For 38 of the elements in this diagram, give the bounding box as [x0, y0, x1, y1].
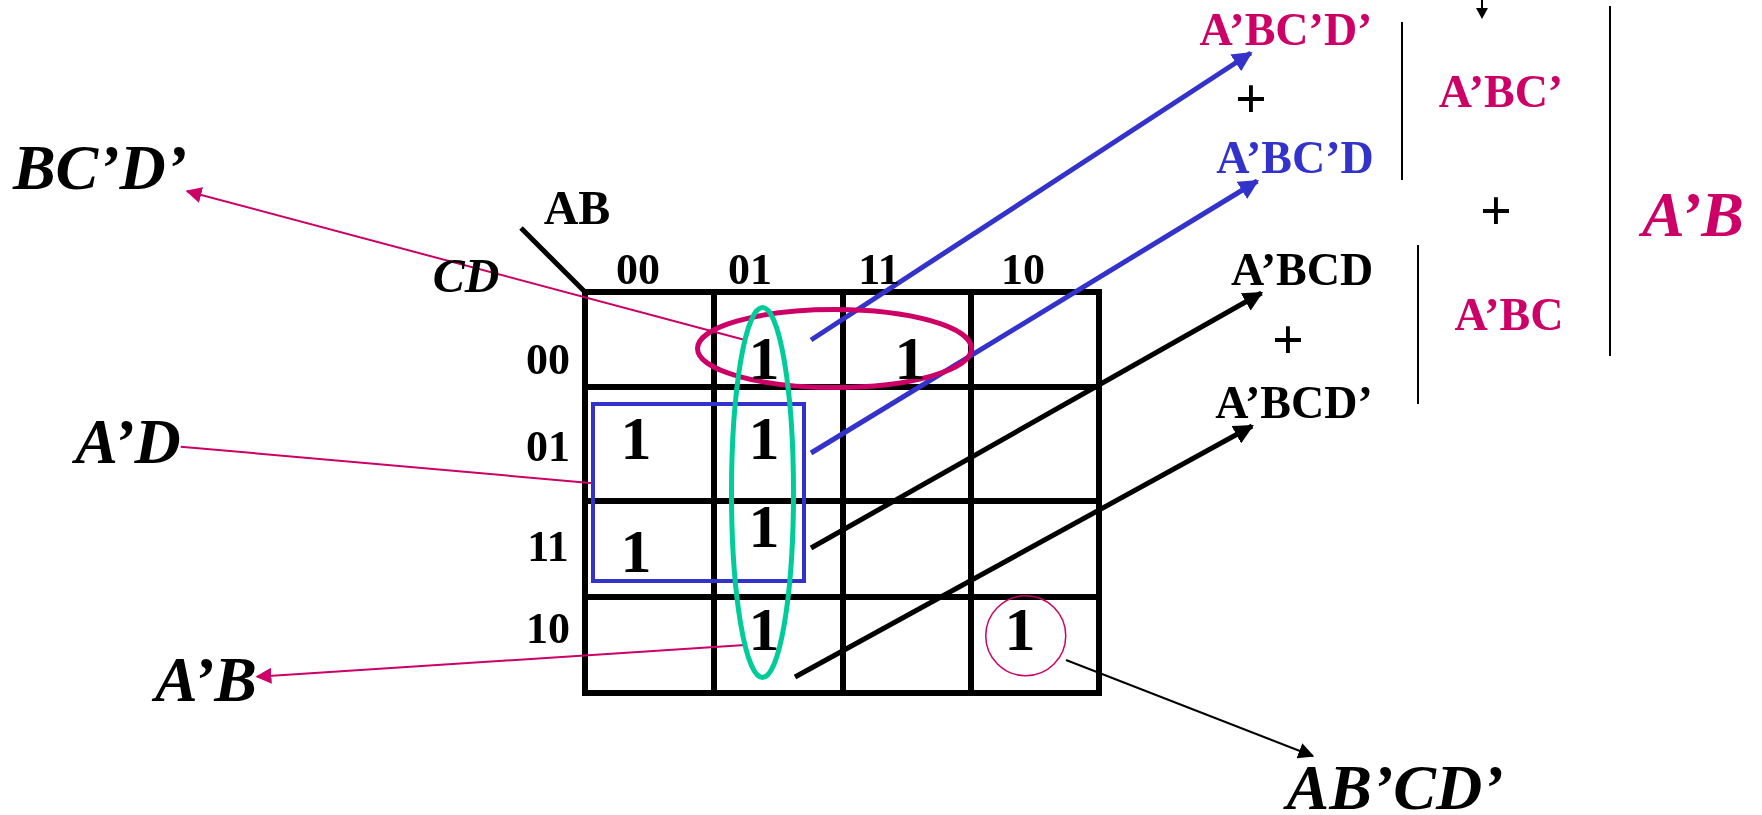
column-header: 11: [858, 248, 900, 292]
row-header: 11: [527, 525, 569, 569]
column-header: 00: [616, 248, 660, 292]
cell-value: 1: [620, 520, 652, 582]
cell-value: 1: [748, 407, 780, 469]
term-label: A’BC’: [1438, 69, 1564, 115]
axis-label: CD: [432, 252, 500, 300]
cell-value: 1: [748, 327, 780, 389]
term-label: A’BC’D’: [1199, 7, 1373, 53]
cell-value: 1: [748, 495, 780, 557]
grouping-rectangle: [591, 402, 806, 583]
arrow: [809, 178, 1259, 456]
grouping-circle: [985, 595, 1067, 677]
leader-line: [179, 445, 594, 485]
arrow: [1065, 659, 1315, 759]
row-header: 10: [526, 607, 570, 651]
arrow: [185, 187, 746, 341]
plus-sign: +: [1272, 312, 1304, 368]
axis-label: AB: [543, 184, 611, 232]
grouping-ellipse: [728, 304, 796, 680]
arrow: [809, 50, 1253, 343]
arrow: [809, 290, 1264, 551]
plus-sign: +: [1235, 71, 1267, 127]
column-header: 01: [728, 248, 772, 292]
plus-sign: +: [1480, 183, 1512, 239]
cell-value: 1: [748, 598, 780, 660]
grouping-ellipse: [694, 306, 974, 390]
term-label: A’BC’D: [1216, 135, 1374, 181]
column-header: 10: [1001, 248, 1045, 292]
term-label: A’BCD: [1230, 247, 1374, 293]
arrow: [793, 423, 1254, 680]
cell-value: 1: [620, 407, 652, 469]
row-header: 01: [526, 425, 570, 469]
term-label: A’BC: [1454, 292, 1564, 338]
term-label: A’BCD’: [1215, 380, 1373, 426]
row-header: 00: [526, 338, 570, 382]
cell-value: 1: [894, 327, 926, 389]
term-label: BC’D’: [12, 136, 188, 200]
